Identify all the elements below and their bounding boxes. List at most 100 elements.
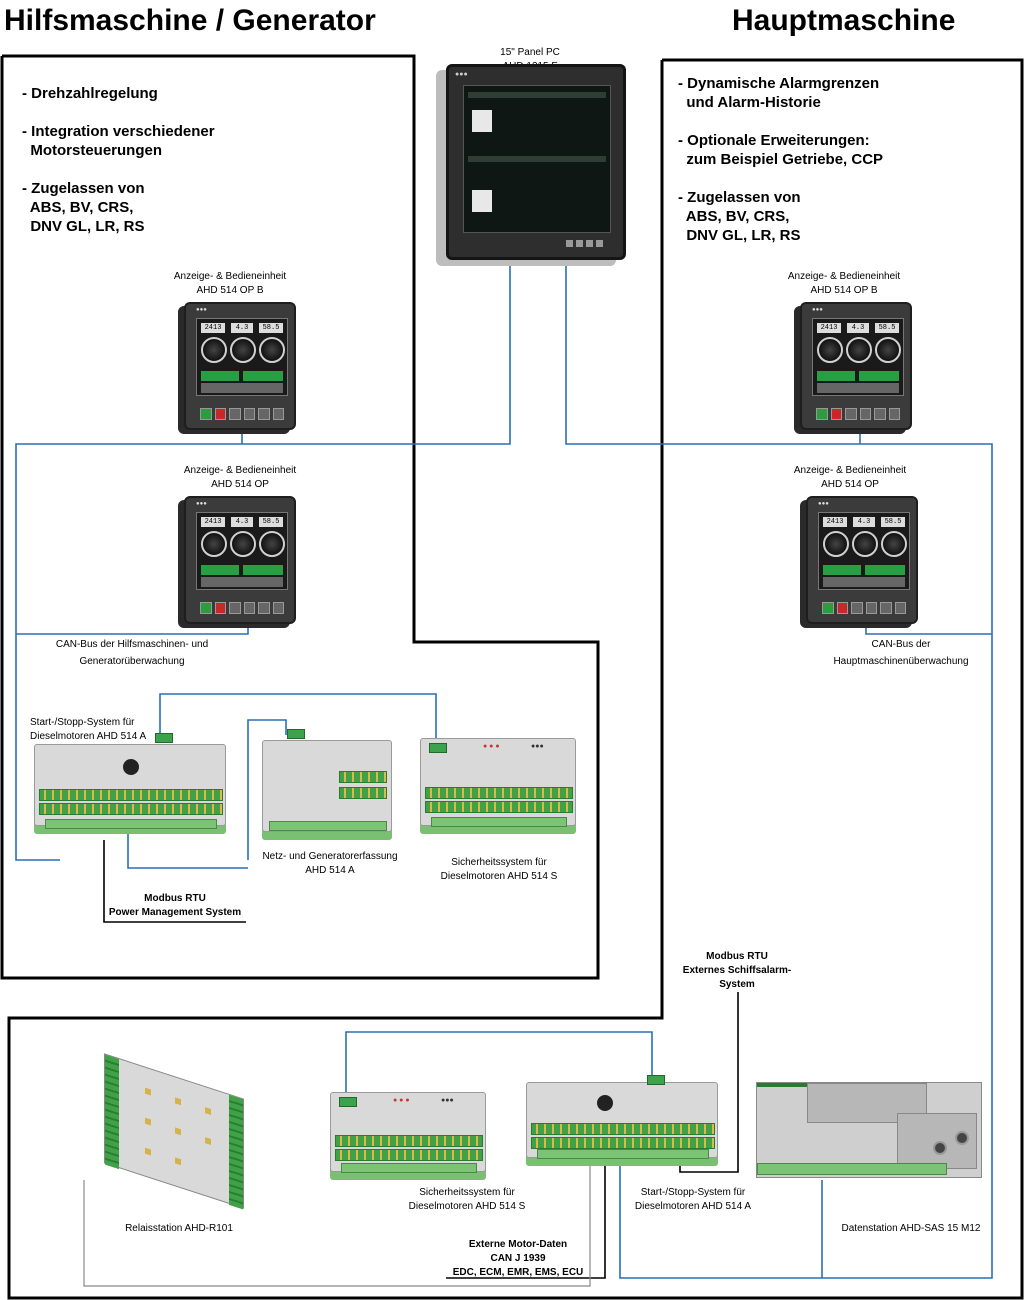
external-motor-label: Externe Motor-Daten CAN J 1939 EDC, ECM,…	[446, 1238, 590, 1280]
gauge-icon	[875, 337, 901, 363]
display-screen: 2413 4.3 58.5	[196, 318, 288, 396]
terminal-strip	[335, 1135, 483, 1147]
feature-list-right: - Dynamische Alarmgrenzen und Alarm-Hist…	[678, 74, 883, 264]
label-line: CAN J 1939	[490, 1253, 546, 1264]
left-start-stop-label: Start-/Stopp-System für Dieselmotoren AH…	[30, 716, 146, 744]
label-line: Dieselmotoren AHD 514 A	[30, 731, 147, 742]
display-screen: 2413 4.3 58.5	[818, 512, 910, 590]
datastation-label: Datenstation AHD-SAS 15 M12	[826, 1222, 996, 1236]
brand-logo: ●●●	[455, 71, 468, 78]
keypad	[200, 408, 284, 420]
gauge-icon	[259, 531, 285, 557]
keypad	[822, 602, 906, 614]
status-bar	[243, 371, 283, 381]
din-rail	[757, 1163, 947, 1175]
led-indicators: ● ● ●	[393, 1097, 410, 1104]
left-op-device: ●●● 2413 4.3 58.5	[184, 496, 296, 624]
label-line: Externes Schiffsalarm-	[682, 965, 792, 976]
feature-item: - Integration verschiedener Motorsteueru…	[22, 123, 215, 159]
brand-logo: ●●●	[196, 501, 207, 507]
terminal-strip	[425, 801, 573, 813]
can-bus-right-label: CAN-Bus der Hauptmaschinenüberwachung	[816, 638, 986, 669]
label-line: 15" Panel PC	[500, 47, 560, 58]
din-rail	[341, 1163, 477, 1173]
status-bar	[823, 577, 905, 587]
left-op-b-device: ●●● 2413 4.3 58.5	[184, 302, 296, 430]
feature-item: - Optionale Erweiterungen: zum Beispiel …	[678, 132, 884, 168]
modbus-pms-label: Modbus RTU Power Management System	[104, 892, 246, 920]
terminal-strip	[229, 1094, 243, 1210]
display-rpm: 2413	[823, 517, 847, 527]
label-line: Modbus RTU	[706, 951, 768, 962]
gauge-icon	[852, 531, 878, 557]
gauge-icon	[201, 337, 227, 363]
label-line: Sicherheitssystem für	[451, 857, 547, 868]
display-value-1: 4.3	[853, 517, 875, 527]
label-line: Generatorüberwachung	[79, 656, 185, 667]
label-line: Anzeige- & Bedieneinheit	[793, 465, 907, 476]
bottom-safety-label: Sicherheitssystem für Dieselmotoren AHD …	[392, 1186, 542, 1214]
terminal-strip	[339, 787, 387, 799]
brand-logo: ●●●	[531, 743, 544, 750]
heading-main-engine: Hauptmaschine	[732, 4, 956, 37]
label-line: Sicherheitssystem für	[419, 1187, 515, 1198]
display-rpm: 2413	[201, 323, 225, 333]
bus-connector	[647, 1075, 665, 1085]
keypad	[816, 408, 900, 420]
status-bar	[817, 371, 855, 381]
keypad	[200, 602, 284, 614]
left-op-label: Anzeige- & Bedieneinheit AHD 514 OP	[170, 464, 310, 492]
panel-pc-device: ●●●	[446, 64, 626, 260]
netz-generator-label: Netz- und Generatorerfassung AHD 514 A	[250, 850, 410, 878]
bus-connector	[429, 743, 447, 753]
feature-item: - Zugelassen von ABS, BV, CRS, DNV GL, L…	[22, 180, 145, 235]
label-line: AHD 514 OP B	[810, 285, 878, 296]
label-line: Dieselmotoren AHD 514 S	[408, 1201, 526, 1212]
m12-connector-icon	[933, 1141, 947, 1155]
display-value-2: 58.5	[259, 517, 283, 527]
gauge-icon	[259, 337, 285, 363]
m12-connector-icon	[955, 1131, 969, 1145]
status-bar	[823, 565, 861, 575]
bus-connector	[339, 1097, 357, 1107]
panel-pc-screen	[463, 85, 611, 233]
brand-logo: ●●●	[818, 501, 829, 507]
bus-connector	[287, 729, 305, 739]
terminal-strip	[531, 1123, 715, 1135]
led-indicators: ● ● ●	[483, 743, 500, 750]
terminal-strip	[531, 1137, 715, 1149]
din-rail	[269, 821, 387, 831]
netz-generator-device	[262, 729, 392, 832]
label-line: AHD 514 A	[305, 865, 355, 876]
right-op-label: Anzeige- & Bedieneinheit AHD 514 OP	[780, 464, 920, 492]
brand-logo: ●●●	[196, 307, 207, 313]
status-bar	[201, 577, 283, 587]
gauge-icon	[201, 531, 227, 557]
label-line: Power Management System	[108, 907, 242, 918]
left-start-stop-device	[34, 733, 226, 829]
display-value-1: 4.3	[231, 517, 253, 527]
module-hole	[597, 1095, 613, 1111]
label-line: Anzeige- & Bedieneinheit	[173, 271, 287, 282]
label-line: CAN-Bus der Hilfsmaschinen- und	[55, 639, 209, 650]
label-line: CAN-Bus der	[871, 639, 931, 650]
gauge-icon	[846, 337, 872, 363]
panel-pc-buttons	[566, 240, 603, 247]
bottom-start-stop-label: Start-/Stopp-System für Dieselmotoren AH…	[618, 1186, 768, 1214]
status-bar	[817, 383, 899, 393]
gauge-icon	[881, 531, 907, 557]
right-op-b-label: Anzeige- & Bedieneinheit AHD 514 OP B	[774, 270, 914, 298]
label-line: Start-/Stopp-System für	[30, 717, 135, 728]
label-line: Relaisstation AHD-R101	[125, 1223, 233, 1234]
left-safety-label: Sicherheitssystem für Dieselmotoren AHD …	[424, 856, 574, 884]
right-op-b-device: ●●● 2413 4.3 58.5	[800, 302, 912, 430]
bus-connector	[155, 733, 173, 743]
gauge-icon	[817, 337, 843, 363]
status-bar	[243, 565, 283, 575]
label-line: AHD 514 OP	[821, 479, 879, 490]
label-line: Datenstation AHD-SAS 15 M12	[841, 1223, 981, 1234]
label-line: System	[719, 979, 755, 990]
label-line: Hauptmaschinenüberwachung	[833, 656, 969, 667]
din-rail	[537, 1149, 709, 1159]
